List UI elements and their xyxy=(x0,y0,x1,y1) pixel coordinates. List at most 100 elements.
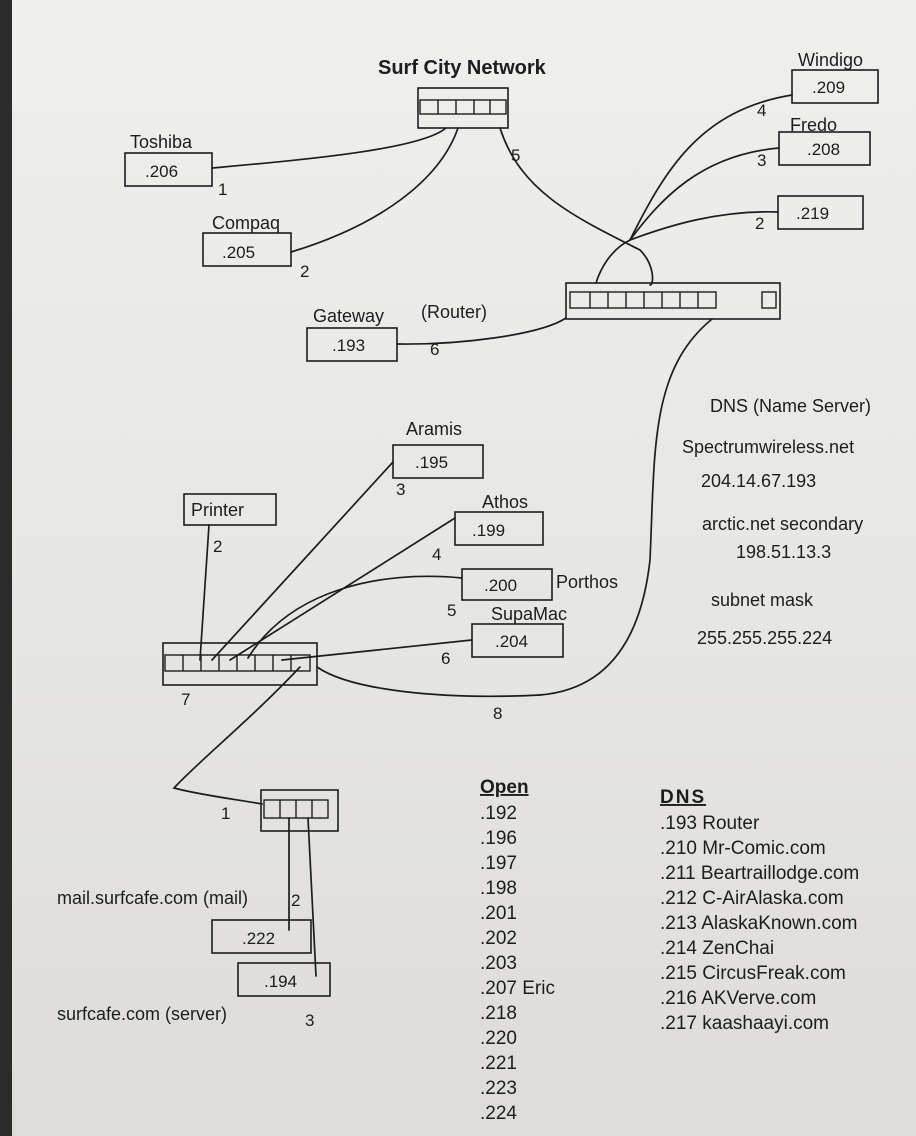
dns-list-item: .215 CircusFreak.com xyxy=(660,963,846,984)
open-list-item: .218 xyxy=(480,1003,517,1024)
open-list-item: .197 xyxy=(480,853,517,874)
printer-port: 2 xyxy=(213,537,222,556)
toshiba-port: 1 xyxy=(218,180,227,199)
fredo-label: Fredo xyxy=(790,115,837,135)
toshiba-label: Toshiba xyxy=(130,132,193,152)
dns-secondary-name: arctic.net secondary xyxy=(702,514,863,534)
open-list-item: .198 xyxy=(480,878,517,899)
hub-port-5: 5 xyxy=(511,146,520,165)
dns-list-item: .217 kaashaayi.com xyxy=(660,1013,829,1034)
open-list-item: .203 xyxy=(480,953,517,974)
small-switch xyxy=(260,789,339,832)
wire-printer xyxy=(199,524,210,661)
device-gateway: Gateway .193 6 xyxy=(306,306,439,362)
open-heading: Open xyxy=(480,777,529,798)
toshiba-ip: .206 xyxy=(145,162,178,181)
router-switch xyxy=(565,282,781,320)
device-printer: Printer 2 xyxy=(183,493,277,556)
subnet-mask-label: subnet mask xyxy=(711,590,814,610)
aramis-label: Aramis xyxy=(406,419,462,439)
wire-server xyxy=(307,817,317,977)
open-list-item: .192 xyxy=(480,803,517,824)
diagram-title: Surf City Network xyxy=(378,57,547,79)
athos-label: Athos xyxy=(482,492,528,512)
lower-switch xyxy=(162,642,318,686)
wire-supamac xyxy=(281,639,473,661)
athos-ip: .199 xyxy=(472,521,505,540)
wire-windigo xyxy=(629,94,793,241)
compaq-label: Compaq xyxy=(212,213,280,233)
aramis-ip: .195 xyxy=(415,453,448,472)
open-list-item: .207 Eric xyxy=(480,978,555,999)
dns-heading: DNS (Name Server) xyxy=(710,396,871,416)
wire-219 xyxy=(629,210,779,241)
aramis-port: 3 xyxy=(396,480,405,499)
mail-ip: .222 xyxy=(242,929,275,948)
dns-list-item: .210 Mr-Comic.com xyxy=(660,838,826,859)
dns-list-heading: DNS xyxy=(660,787,706,808)
top-hub xyxy=(417,87,509,129)
wire-toshiba-hub xyxy=(211,127,447,169)
fredo-ip: .208 xyxy=(807,140,840,159)
windigo-label: Windigo xyxy=(798,50,863,70)
porthos-label: Porthos xyxy=(556,572,618,592)
dns-list: DNS .193 Router .210 Mr-Comic.com .211 Bea… xyxy=(660,787,859,1034)
dns-primary-name: Spectrumwireless.net xyxy=(682,437,854,457)
gateway-label: Gateway xyxy=(313,306,384,326)
wire-switch-small xyxy=(172,666,301,805)
dns-info: DNS (Name Server) Spectrumwireless.net 2… xyxy=(682,396,871,648)
device-compaq: Compaq .205 2 xyxy=(202,213,309,281)
compaq-ip: .205 xyxy=(222,243,255,262)
device-toshiba: Toshiba .206 1 xyxy=(124,132,227,199)
porthos-port: 5 xyxy=(447,601,456,620)
open-list-item: .220 xyxy=(480,1028,517,1049)
dns-secondary-ip: 198.51.13.3 xyxy=(736,542,831,562)
device-219: .219 2 xyxy=(755,195,864,233)
server-label: surfcafe.com (server) xyxy=(57,1004,227,1024)
athos-port: 4 xyxy=(432,545,441,564)
windigo-ip: .209 xyxy=(812,78,845,97)
open-list-item: .223 xyxy=(480,1078,517,1099)
fredo-port: 3 xyxy=(757,151,766,170)
wire-switch-router xyxy=(316,666,541,698)
device-supamac: SupaMac .204 6 xyxy=(441,604,567,668)
device-fredo: Fredo .208 3 xyxy=(757,115,871,170)
open-list-item: .202 xyxy=(480,928,517,949)
unnamed-port: 2 xyxy=(755,214,764,233)
dns-list-item: .193 Router xyxy=(660,813,760,834)
small-switch-port-1: 1 xyxy=(221,804,230,823)
wire-bundle xyxy=(595,239,631,284)
open-list-item: .196 xyxy=(480,828,517,849)
compaq-port: 2 xyxy=(300,262,309,281)
mail-port: 2 xyxy=(291,891,300,910)
gateway-port: 6 xyxy=(430,340,439,359)
device-server: .194 surfcafe.com (server) 3 xyxy=(57,962,331,1030)
server-ip: .194 xyxy=(264,972,297,991)
device-aramis: Aramis .195 3 xyxy=(392,419,484,499)
wire-router-switch xyxy=(539,318,713,696)
open-list-item: .201 xyxy=(480,903,517,924)
wire-hub-router xyxy=(499,127,654,286)
server-port: 3 xyxy=(305,1011,314,1030)
wire-fredo xyxy=(629,147,780,241)
network-diagram: Surf City Network Toshiba .206 1 Compaq … xyxy=(57,50,879,1124)
porthos-ip: .200 xyxy=(484,576,517,595)
gateway-ip: .193 xyxy=(332,336,365,355)
paper-sheet: Surf City Network Toshiba .206 1 Compaq … xyxy=(12,0,916,1136)
supamac-label: SupaMac xyxy=(491,604,567,624)
dns-list-item: .211 Beartraillodge.com xyxy=(660,863,859,884)
open-list-item: .224 xyxy=(480,1103,517,1124)
dns-list-item: .214 ZenChai xyxy=(660,938,774,959)
wire-porthos xyxy=(247,575,463,659)
device-athos: Athos .199 4 xyxy=(432,492,544,564)
open-list: Open .192 .196 .197 .198 .201 .202 .203 .207 Er… xyxy=(480,777,555,1124)
windigo-port: 4 xyxy=(757,101,766,120)
wire-aramis xyxy=(211,461,394,661)
wire-compaq-hub xyxy=(290,127,459,253)
dns-list-item: .216 AKVerve.com xyxy=(660,988,816,1009)
mail-label: mail.surfcafe.com (mail) xyxy=(57,888,248,908)
dns-primary-ip: 204.14.67.193 xyxy=(701,471,816,491)
open-list-item: .221 xyxy=(480,1053,517,1074)
supamac-ip: .204 xyxy=(495,632,528,651)
supamac-port: 6 xyxy=(441,649,450,668)
